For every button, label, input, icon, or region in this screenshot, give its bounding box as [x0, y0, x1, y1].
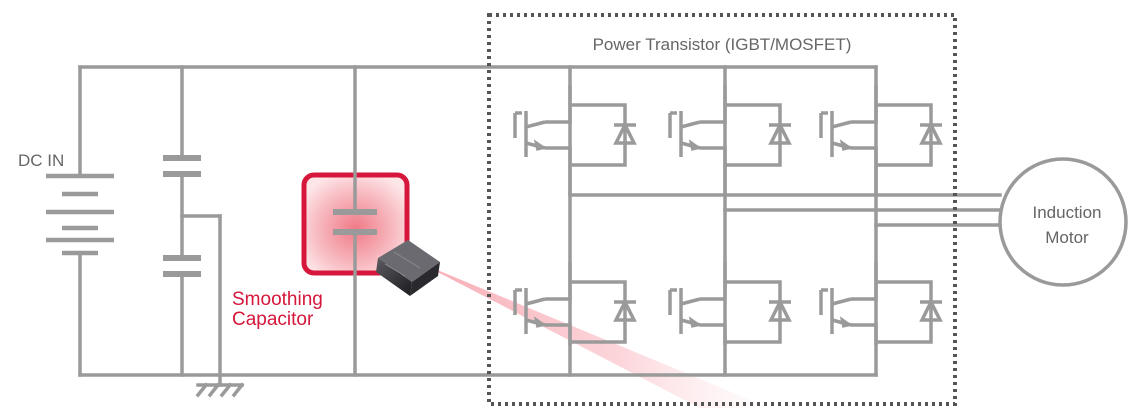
switch-cell	[513, 262, 637, 345]
highlight-beam	[395, 250, 770, 408]
transistor-bridge	[513, 85, 943, 345]
battery-icon	[46, 173, 114, 256]
motor-label-line2: Motor	[1045, 228, 1089, 247]
switch-cell	[668, 262, 792, 345]
igbt-icon	[513, 288, 547, 334]
igbt-icon	[819, 288, 853, 334]
dc-in-label: DC IN	[18, 151, 64, 170]
switch-cell	[668, 85, 792, 195]
power-transistor-label: Power Transistor (IGBT/MOSFET)	[593, 35, 852, 54]
igbt-icon	[513, 111, 547, 157]
motor-label-line1: Induction	[1033, 203, 1102, 222]
diode-icon	[613, 298, 637, 322]
wiring	[78, 65, 1002, 398]
film-capacitor-photo	[376, 240, 440, 296]
smoothing-label-line1: Smoothing	[232, 289, 323, 310]
igbt-icon	[819, 111, 853, 157]
switch-cell	[513, 85, 637, 195]
power-transistor-box	[487, 13, 957, 406]
smoothing-capacitor-icon	[333, 209, 377, 235]
igbt-icon	[668, 111, 702, 157]
diode-icon	[919, 121, 943, 145]
igbt-icon	[668, 288, 702, 334]
switch-cell	[819, 262, 943, 345]
diode-icon	[613, 121, 637, 145]
diode-icon	[919, 298, 943, 322]
diode-icon	[768, 121, 792, 145]
switch-cell	[819, 85, 943, 195]
smoothing-label-line2: Capacitor	[232, 309, 314, 330]
diode-icon	[768, 298, 792, 322]
induction-motor-icon	[998, 157, 1128, 287]
capacitor-icon	[163, 155, 201, 277]
